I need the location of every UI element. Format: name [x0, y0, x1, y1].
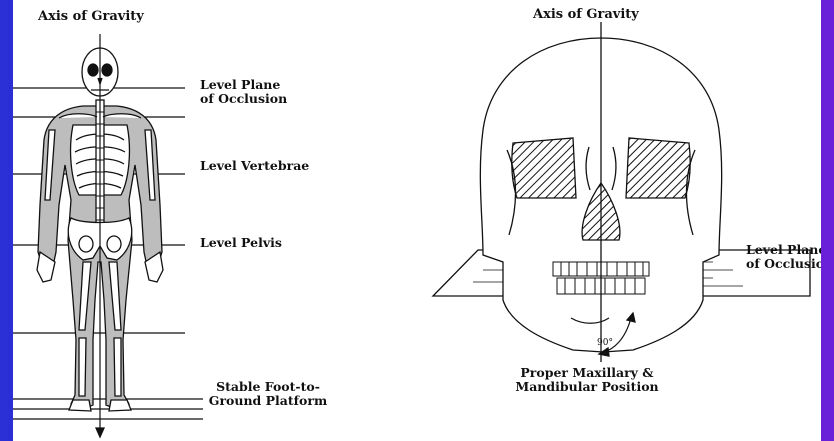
- label-line: of Occlusion: [200, 92, 287, 106]
- label-line: Mandibular Position: [507, 380, 667, 394]
- diagram-artwork: [13, 0, 821, 441]
- stable-foot-platform-label: Stable Foot-to- Ground Platform: [203, 380, 333, 408]
- label-line: Ground Platform: [203, 394, 333, 408]
- diagram-panel: Axis of Gravity Level Plane of Occlusion…: [13, 0, 821, 441]
- label-line: Level Plane: [200, 78, 287, 92]
- label-line: of Occlusion: [746, 257, 821, 271]
- right-axis-of-gravity-title: Axis of Gravity: [533, 8, 639, 22]
- left-eye-socket: [512, 138, 576, 198]
- skeleton-figure: [13, 34, 203, 437]
- label-line: Level Plane: [746, 243, 821, 257]
- axis-arrow-left: [96, 428, 104, 437]
- ninety-degree-label: 90°: [597, 336, 613, 350]
- level-plane-occlusion-label-right: Level Plane of Occlusion: [746, 243, 821, 271]
- left-axis-of-gravity-title: Axis of Gravity: [38, 10, 144, 24]
- right-eye-socket: [626, 138, 690, 198]
- level-vertebrae-label: Level Vertebrae: [200, 159, 309, 173]
- label-line: Stable Foot-to-: [203, 380, 333, 394]
- proper-position-label: Proper Maxillary & Mandibular Position: [507, 366, 667, 394]
- level-pelvis-label: Level Pelvis: [200, 236, 282, 250]
- label-line: Proper Maxillary &: [507, 366, 667, 380]
- level-plane-occlusion-label-left: Level Plane of Occlusion: [200, 78, 287, 106]
- skull-figure: [433, 22, 810, 362]
